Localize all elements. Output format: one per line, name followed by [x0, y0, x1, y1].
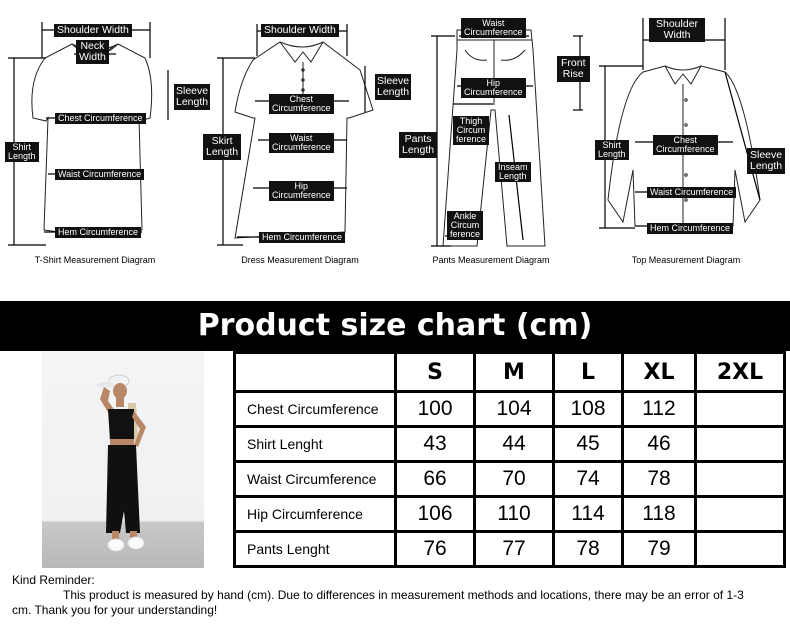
dress-hip-tag: Hip Circumference	[269, 181, 334, 201]
top-chest-tag: Chest Circumference	[653, 135, 718, 155]
cell-xl: 112	[621, 390, 697, 428]
tshirt-chest-tag: Chest Circumference	[55, 113, 146, 124]
pants-ankle-tag: Ankle Circum ference	[447, 211, 484, 240]
pants-caption: Pants Measurement Diagram	[432, 255, 550, 265]
cell-s: 43	[394, 425, 476, 463]
top-hem-tag: Hem Circumference	[647, 223, 734, 234]
reminder-heading: Kind Reminder:	[12, 573, 95, 587]
cell-s: 100	[394, 390, 476, 428]
size-header-2xl: 2XL	[694, 351, 786, 393]
cell-s: 106	[394, 495, 476, 533]
cell-2xl	[694, 530, 786, 568]
cell-l: 45	[552, 425, 624, 463]
row-label: Chest Circumference	[233, 390, 397, 428]
cell-2xl	[694, 495, 786, 533]
pants-front-rise-tag: Front Rise	[557, 56, 590, 82]
pants-hip-tag: Hip Circumference	[461, 78, 526, 98]
cell-m: 70	[473, 460, 555, 498]
tshirt-shirt-length-tag: Shirt Length	[5, 142, 39, 162]
tshirt-illustration	[8, 22, 169, 246]
pants-length-tag: Pants Length	[399, 132, 438, 158]
cell-l: 74	[552, 460, 624, 498]
size-chart-banner: Product size chart (cm)	[0, 301, 790, 351]
model-photo	[42, 351, 204, 568]
dress-chest-tag: Chest Circumference	[269, 94, 334, 114]
cell-2xl	[694, 460, 786, 498]
cell-2xl	[694, 425, 786, 463]
top-shirt-length-tag: Shirt Length	[595, 140, 629, 160]
cell-s: 66	[394, 460, 476, 498]
cell-s: 76	[394, 530, 476, 568]
cell-2xl	[694, 390, 786, 428]
cell-m: 104	[473, 390, 555, 428]
cell-xl: 46	[621, 425, 697, 463]
row-label: Pants Lenght	[233, 530, 397, 568]
top-diagram: Shoulder Width Shirt Length Chest Circum…	[595, 0, 790, 270]
tshirt-diagram: Shoulder Width Neck Width Sleeve Length …	[0, 0, 211, 270]
row-label: Waist Circumference	[233, 460, 397, 498]
cell-xl: 79	[621, 530, 697, 568]
size-header-s: S	[394, 351, 476, 393]
tshirt-neck-width-tag: Neck Width	[76, 40, 109, 64]
table-row: Waist Circumference 66 70 74 78	[233, 460, 786, 498]
tshirt-shoulder-width-tag: Shoulder Width	[54, 24, 132, 37]
reminder-line-2: cm. Thank you for your understanding!	[12, 603, 218, 617]
size-header-corner	[233, 351, 397, 393]
table-row: Chest Circumference 100 104 108 112	[233, 390, 786, 428]
cell-l: 108	[552, 390, 624, 428]
dress-skirt-length-tag: Skirt Length	[203, 134, 242, 160]
size-header-xl: XL	[621, 351, 697, 393]
table-row: Shirt Lenght 43 44 45 46	[233, 425, 786, 463]
cell-m: 110	[473, 495, 555, 533]
table-row: Pants Lenght 76 77 78 79	[233, 530, 786, 568]
size-chart-table: S M L XL 2XL Chest Circumference 100 104…	[233, 351, 786, 568]
pants-inseam-tag: Inseam Length	[495, 162, 531, 182]
pants-diagram: Waist Circumference Front Rise Hip Circu…	[395, 0, 595, 270]
kind-reminder: Kind Reminder: This product is measured …	[12, 573, 782, 618]
size-header-l: L	[552, 351, 624, 393]
cell-xl: 118	[621, 495, 697, 533]
dress-hem-tag: Hem Circumference	[259, 232, 346, 243]
dress-diagram: Shoulder Width Sleeve Length Chest Circu…	[195, 0, 412, 270]
dress-shoulder-width-tag: Shoulder Width	[261, 24, 339, 37]
table-row: Hip Circumference 106 110 114 118	[233, 495, 786, 533]
tshirt-hem-tag: Hem Circumference	[55, 227, 142, 238]
size-header-m: M	[473, 351, 555, 393]
tshirt-waist-tag: Waist Circumference	[55, 169, 145, 180]
top-caption: Top Measurement Diagram	[631, 255, 741, 265]
model-figure	[97, 374, 146, 552]
cell-xl: 78	[621, 460, 697, 498]
top-sleeve-length-tag: Sleeve Length	[747, 148, 786, 174]
top-shoulder-width-tag: Shoulder Width	[649, 18, 706, 42]
dress-illustration	[217, 24, 374, 246]
row-label: Hip Circumference	[233, 495, 397, 533]
tshirt-sleeve-length-tag: Sleeve Length	[174, 84, 211, 110]
pants-waist-tag: Waist Circumference	[461, 18, 526, 38]
cell-l: 114	[552, 495, 624, 533]
cell-m: 77	[473, 530, 555, 568]
tshirt-caption: T-Shirt Measurement Diagram	[34, 255, 156, 265]
dress-sleeve-length-tag: Sleeve Length	[375, 74, 412, 100]
dress-caption: Dress Measurement Diagram	[241, 255, 359, 265]
cell-m: 44	[473, 425, 555, 463]
cell-l: 78	[552, 530, 624, 568]
pants-thigh-tag: Thigh Circum ference	[453, 116, 490, 145]
top-waist-tag: Waist Circumference	[647, 187, 737, 198]
size-header-row: S M L XL 2XL	[233, 351, 786, 393]
reminder-line-1: This product is measured by hand (cm). D…	[63, 588, 744, 602]
row-label: Shirt Lenght	[233, 425, 397, 463]
dress-waist-tag: Waist Circumference	[269, 133, 334, 153]
